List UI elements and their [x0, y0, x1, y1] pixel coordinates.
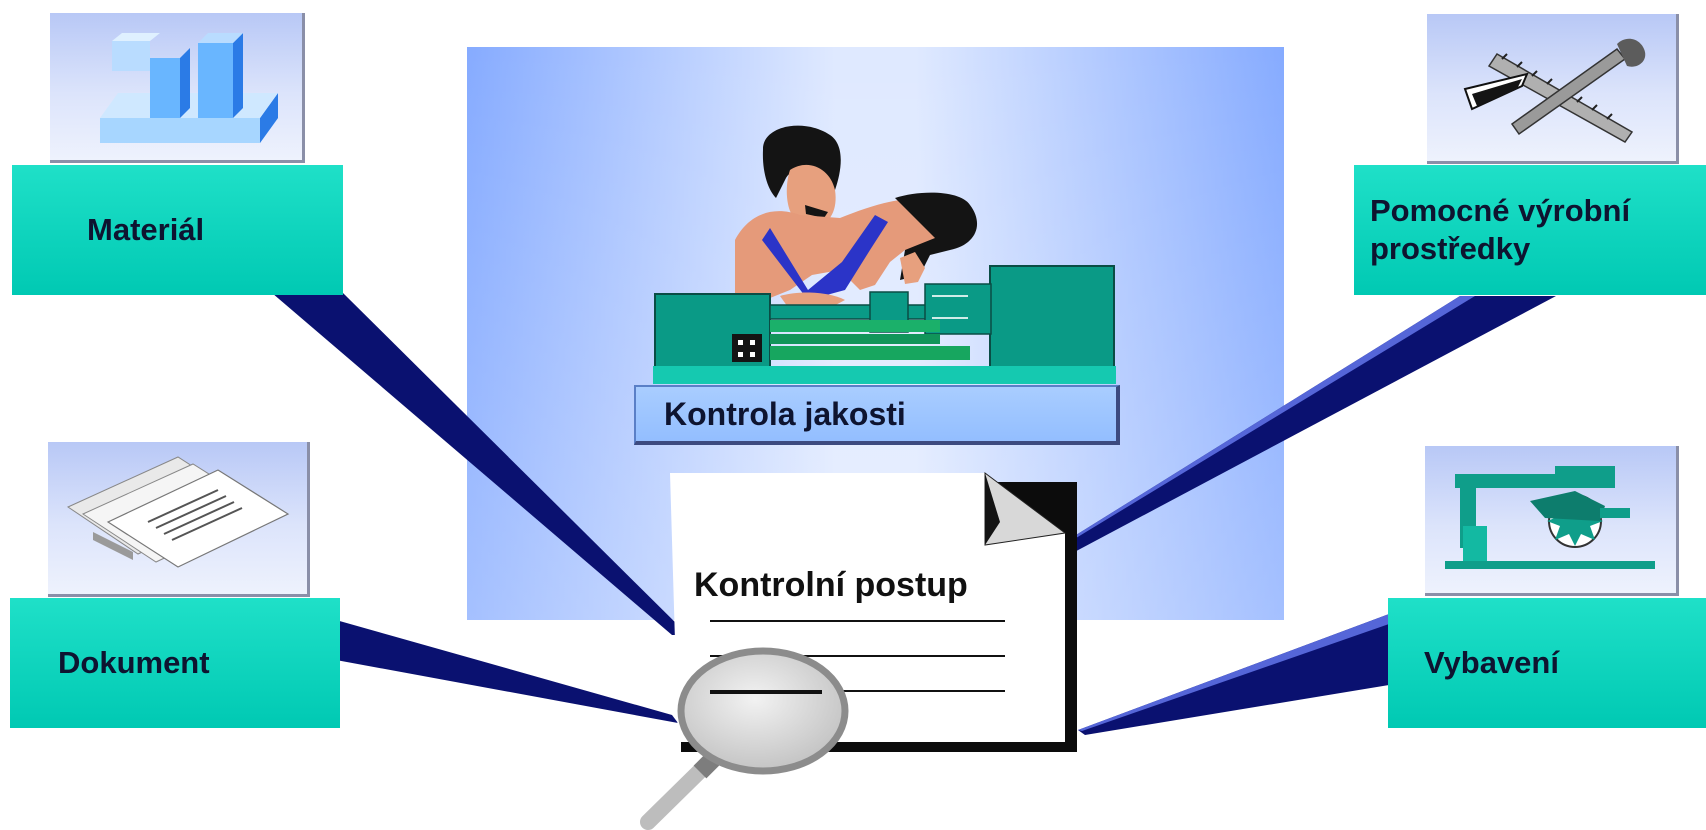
- node-dokument: Dokument: [10, 598, 340, 728]
- center-label: Kontrola jakosti: [634, 385, 1120, 445]
- dokument-icon-box: [48, 442, 310, 597]
- node-material-label: Materiál: [87, 211, 204, 249]
- node-material: Materiál: [12, 165, 343, 295]
- center-label-text: Kontrola jakosti: [664, 396, 906, 433]
- node-pomocne-label: Pomocné výrobní prostředky: [1370, 192, 1690, 268]
- material-blocks-icon: [50, 13, 300, 158]
- node-vybaveni-label: Vybavení: [1424, 644, 1559, 682]
- machine-saw-icon: [1425, 446, 1675, 591]
- node-dokument-label: Dokument: [58, 644, 210, 682]
- material-icon-box: [50, 13, 305, 163]
- vybaveni-icon-box: [1425, 446, 1679, 596]
- document-pages-icon: [48, 442, 306, 592]
- connector-dokument: [336, 620, 678, 723]
- node-vybaveni: Vybavení: [1388, 598, 1706, 728]
- document-title: Kontrolní postup: [694, 566, 1014, 610]
- tools-icon: [1427, 14, 1675, 159]
- pomocne-icon-box: [1427, 14, 1679, 164]
- node-pomocne: Pomocné výrobní prostředky: [1354, 165, 1706, 295]
